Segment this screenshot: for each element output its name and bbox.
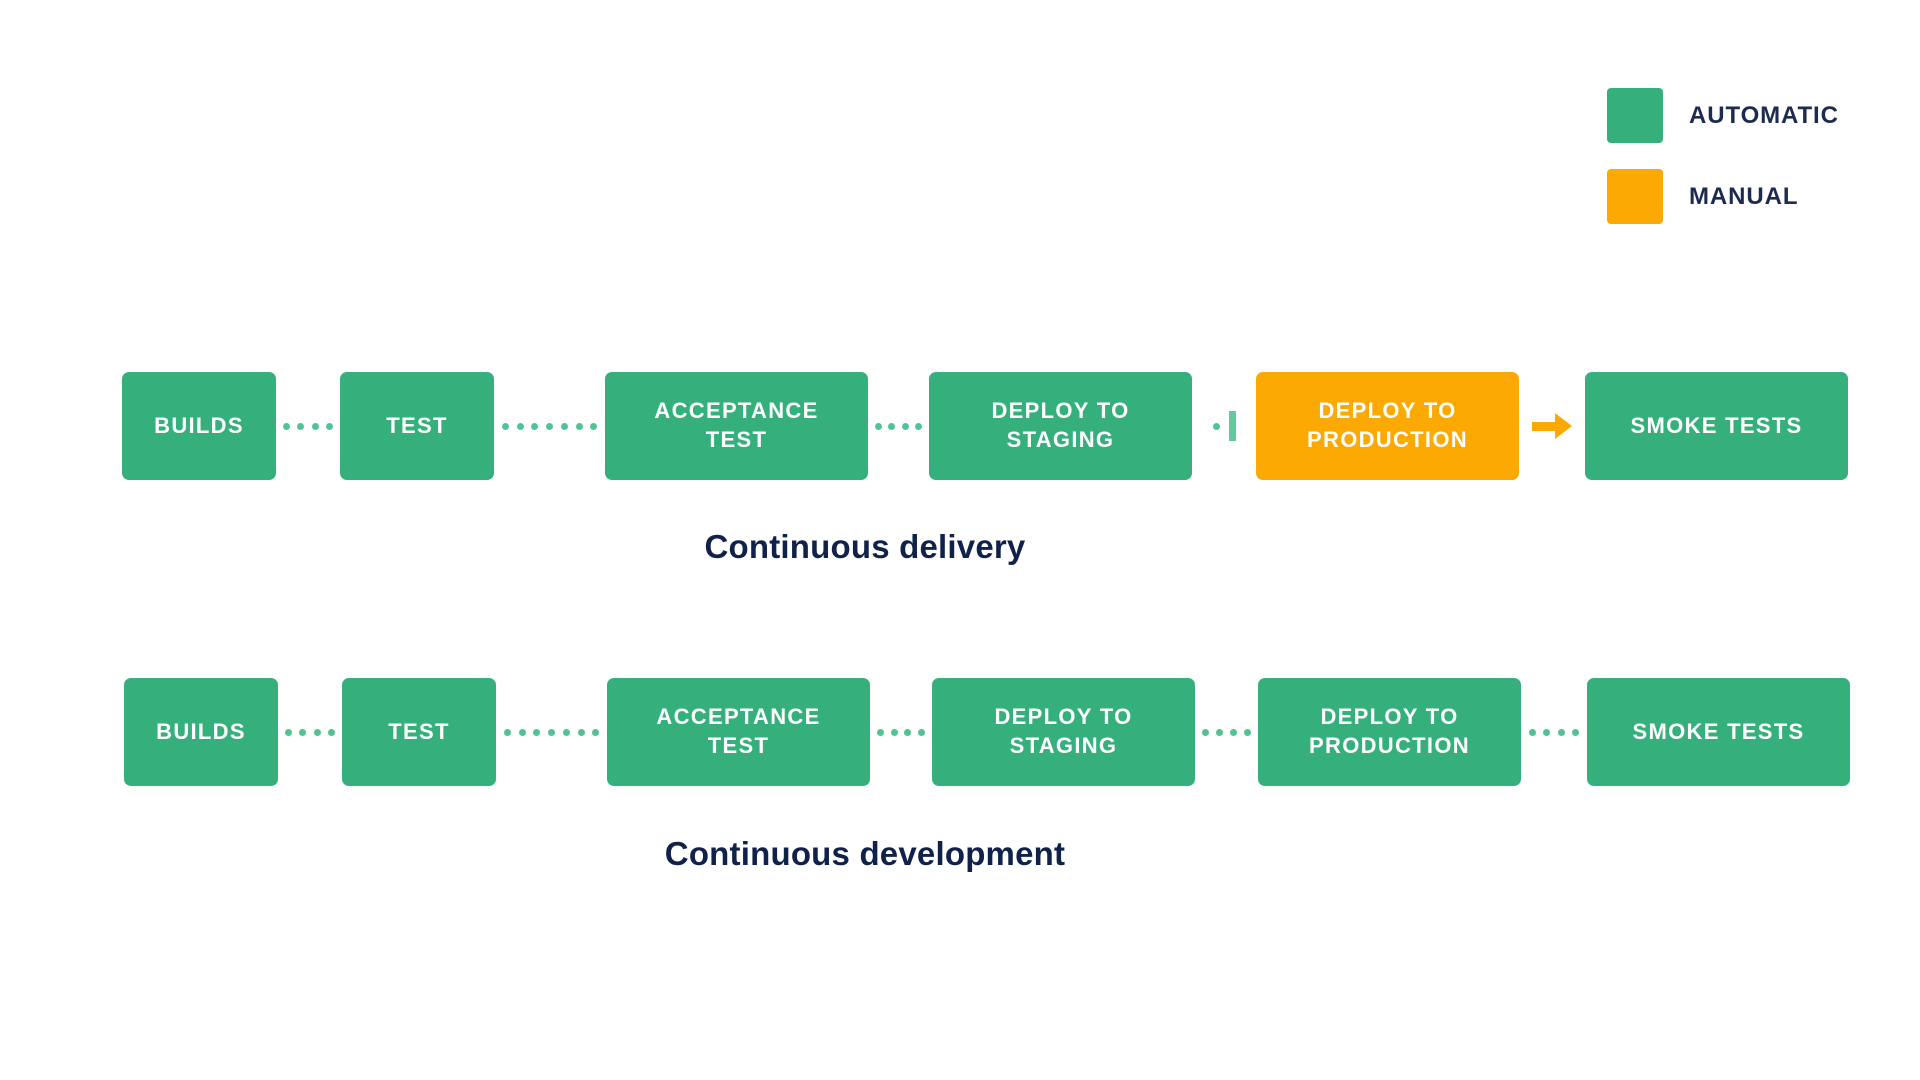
connector-dot [1212, 422, 1220, 430]
dotted-connector-icon [276, 372, 340, 480]
connector-dot [575, 422, 583, 430]
pipeline-stage-label: DEPLOY TO PRODUCTION [1309, 704, 1470, 758]
manual-gate-bar-icon [1228, 411, 1236, 441]
pipeline-stage-label: DEPLOY TO PRODUCTION [1307, 398, 1468, 452]
pipeline-continuous-delivery: BUILDS TEST ACCEPTANCE TEST DEPLOY TO STAGI… [0, 372, 1920, 480]
pipeline-stage-test[interactable]: TEST [340, 372, 494, 480]
connector-dot [518, 728, 526, 736]
connector-dot [1572, 728, 1580, 736]
connector-dot [590, 422, 598, 430]
connector-dot [501, 422, 509, 430]
connector-dot [325, 422, 333, 430]
pipeline-track: BUILDS TEST ACCEPTANCE TEST DEPLOY TO STAGI… [0, 678, 1920, 786]
connector-dot [888, 422, 896, 430]
connector-dot [546, 422, 553, 430]
pipeline-stage-deploy-to-production[interactable]: DEPLOY TO PRODUCTION [1258, 678, 1521, 786]
connector-dot [876, 728, 884, 736]
connector-dot [548, 728, 555, 736]
connector-dot [313, 728, 321, 736]
connector-dot [503, 728, 511, 736]
pipeline-stage-label: SMOKE TESTS [1632, 718, 1805, 744]
arrow-shaft [1532, 421, 1556, 431]
connector-dot [1216, 728, 1223, 736]
connector-dot [531, 422, 539, 430]
square-swatch-icon-automatic [1607, 88, 1663, 143]
connector-dot [915, 422, 923, 430]
legend-label-automatic: AUTOMATIC [1689, 101, 1839, 129]
manual-gate-icon [1192, 372, 1256, 480]
dotted-connector-icon [1195, 678, 1258, 786]
dotted-connector-icon [278, 678, 342, 786]
legend: AUTOMATIC MANUAL [1607, 88, 1839, 250]
dotted-connector-icon [494, 372, 605, 480]
connector-dot [592, 728, 600, 736]
connector-dot [918, 728, 926, 736]
legend-item-manual: MANUAL [1607, 169, 1839, 224]
pipeline-stage-deploy-to-production[interactable]: DEPLOY TO PRODUCTION [1256, 372, 1519, 480]
pipeline-stage-label: DEPLOY TO STAGING [994, 704, 1133, 758]
pipeline-stage-label: BUILDS [156, 718, 246, 744]
pipeline-stage-label: ACCEPTANCE TEST [656, 704, 821, 758]
connector-dot [297, 422, 305, 430]
pipeline-stage-test[interactable]: TEST [342, 678, 496, 786]
arrow-head [1555, 413, 1572, 439]
pipeline-stage-deploy-to-staging[interactable]: DEPLOY TO STAGING [932, 678, 1195, 786]
pipeline-stage-smoke-tests[interactable]: SMOKE TESTS [1587, 678, 1850, 786]
connector-dot [562, 728, 570, 736]
legend-item-automatic: AUTOMATIC [1607, 88, 1839, 143]
pipeline-stage-label: BUILDS [154, 412, 244, 438]
pipeline-stage-smoke-tests[interactable]: SMOKE TESTS [1585, 372, 1848, 480]
connector-dot [577, 728, 585, 736]
pipeline-stage-acceptance-test[interactable]: ACCEPTANCE TEST [607, 678, 870, 786]
connector-dot [1230, 728, 1237, 736]
pipeline-continuous-development: BUILDS TEST ACCEPTANCE TEST DEPLOY TO STAGI… [0, 678, 1920, 786]
pipeline-stage-builds[interactable]: BUILDS [124, 678, 278, 786]
square-swatch-icon-manual [1607, 169, 1663, 224]
connector-dot [1202, 728, 1209, 736]
pipeline-stage-builds[interactable]: BUILDS [122, 372, 276, 480]
connector-dot [1557, 728, 1565, 736]
connector-dot [283, 422, 291, 430]
connector-dot [874, 422, 882, 430]
pipeline-stage-label: SMOKE TESTS [1630, 412, 1803, 438]
pipeline-caption-continuous-delivery: Continuous delivery [704, 528, 1026, 565]
dotted-connector-icon [870, 678, 932, 786]
connector-dot [311, 422, 319, 430]
connector-dot [299, 728, 307, 736]
connector-dot [890, 728, 898, 736]
connector-dot [533, 728, 541, 736]
pipeline-stage-label: TEST [388, 718, 450, 744]
connector-dot [285, 728, 293, 736]
dotted-connector-icon [1521, 678, 1587, 786]
connector-dot [1543, 728, 1551, 736]
arrow-right-icon [1519, 372, 1585, 480]
connector-dot [1528, 728, 1536, 736]
pipeline-stage-label: TEST [386, 412, 448, 438]
pipeline-track: BUILDS TEST ACCEPTANCE TEST DEPLOY TO STAGI… [0, 372, 1920, 480]
connector-dot [901, 422, 909, 430]
connector-dot [904, 728, 912, 736]
dotted-connector-icon [496, 678, 607, 786]
pipeline-stage-label: ACCEPTANCE TEST [654, 398, 819, 452]
dotted-connector-icon [868, 372, 929, 480]
connector-dot [560, 422, 568, 430]
pipeline-stage-acceptance-test[interactable]: ACCEPTANCE TEST [605, 372, 868, 480]
pipeline-stage-label: DEPLOY TO STAGING [991, 398, 1130, 452]
legend-label-manual: MANUAL [1689, 182, 1799, 210]
pipeline-stage-deploy-to-staging[interactable]: DEPLOY TO STAGING [929, 372, 1192, 480]
connector-dot [516, 422, 524, 430]
pipeline-caption-continuous-development: Continuous development [664, 835, 1066, 872]
connector-dot [1244, 728, 1251, 736]
connector-dot [327, 728, 335, 736]
